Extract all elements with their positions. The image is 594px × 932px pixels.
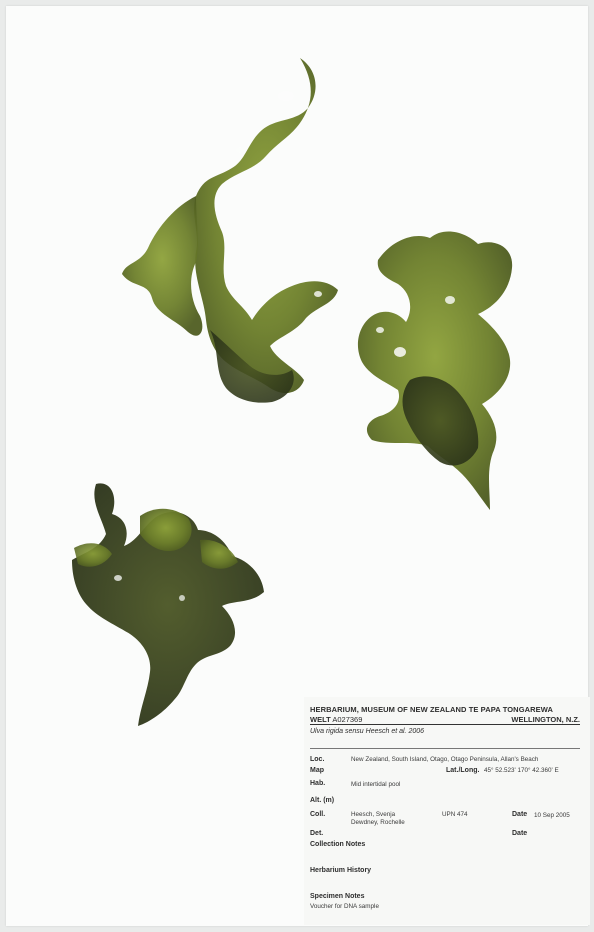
collector-2: Dewdney, Rochelle (351, 819, 405, 826)
algae-specimen-upper-left (122, 58, 338, 403)
herbarium-label: HERBARIUM, MUSEUM OF NEW ZEALAND TE PAPA… (304, 697, 590, 925)
date-label: Date (512, 811, 528, 818)
institution-city: WELLINGTON, N.Z. (511, 715, 580, 724)
taxon-name: Ulva rigida sensu Heesch et al. 2006 (310, 728, 425, 735)
accession-number: A027369 (332, 715, 363, 724)
hab-label: Hab. (310, 780, 326, 787)
latlong-value: 45° 52.523' 170° 42.360' E (484, 767, 559, 774)
taxon-divider (310, 748, 580, 749)
date-value: 10 Sep 2005 (534, 812, 570, 819)
accession-line: WELT A027369 (310, 715, 362, 724)
algae-specimen-right (357, 231, 513, 510)
loc-value: New Zealand, South Island, Otago, Otago … (351, 756, 539, 763)
collector-1: Heesch, Svenja (351, 811, 396, 818)
collection-code: WELT (310, 715, 331, 724)
collection-notes-label: Collection Notes (310, 841, 366, 848)
alt-label: Alt. (m) (310, 797, 335, 804)
loc-label: Loc. (310, 756, 325, 763)
det-label: Det. (310, 830, 324, 837)
specimen-notes-label: Specimen Notes (310, 893, 365, 900)
header-divider (310, 724, 580, 725)
institution-name: HERBARIUM, MUSEUM OF NEW ZEALAND TE PAPA… (310, 705, 554, 714)
hab-value: Mid intertidal pool (351, 781, 401, 788)
map-label: Map (310, 767, 324, 774)
herbarium-history-label: Herbarium History (310, 867, 372, 874)
coll-label: Coll. (310, 811, 326, 818)
algae-specimen-lower-left (72, 483, 264, 726)
upn-number: UPN 474 (442, 811, 468, 818)
det-date-label: Date (512, 830, 528, 837)
latlong-label: Lat./Long. (446, 767, 480, 774)
specimen-notes-value: Voucher for DNA sample (310, 903, 379, 910)
